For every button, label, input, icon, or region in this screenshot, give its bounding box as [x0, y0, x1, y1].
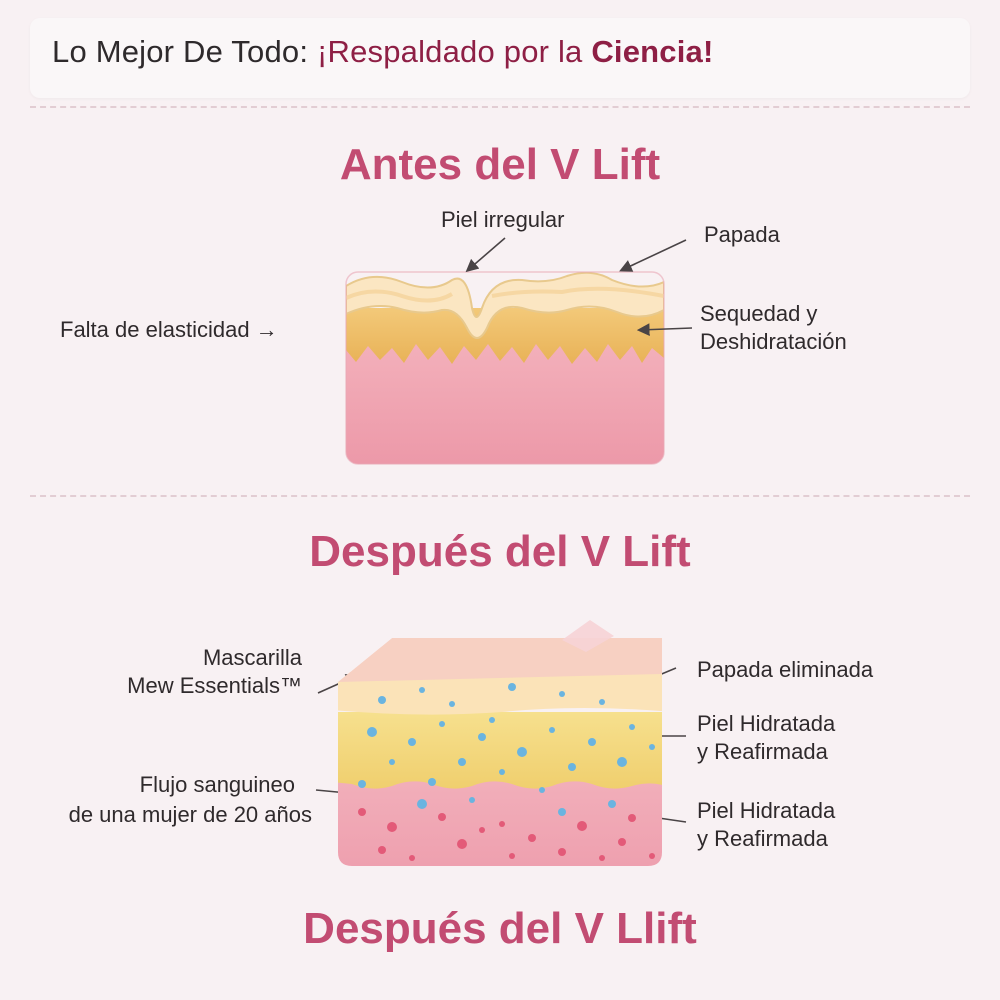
header-title-part1: Lo Mejor De Todo: [52, 34, 317, 69]
label-mascarilla-line1: Mascarilla [202, 645, 302, 670]
label-flujo-line2: de una mujer de 20 años [68, 802, 312, 827]
footer-title: Después del V Llift [0, 904, 1000, 954]
divider-middle [30, 495, 970, 497]
label-hidratada2-line1: Piel Hidratada [697, 798, 836, 823]
label-papada: Papada [704, 222, 780, 247]
label-hidratada1-line2: y Reafirmada [697, 739, 828, 764]
after-title: Después del V Lift [309, 527, 691, 576]
label-flujo-line1: Flujo sanguineo [139, 772, 295, 797]
footer-title-part1: Después del [303, 904, 575, 953]
header-title-part2: ¡Respaldado por la [316, 34, 592, 69]
label-falta-elasticidad: Falta de elasticidad → [60, 317, 278, 342]
before-skin-diagram [345, 271, 665, 465]
label-mascarilla-line2: Mew Essentials™ [127, 673, 302, 698]
header-title-part3: Ciencia! [591, 34, 714, 69]
header-title: Lo Mejor De Todo: ¡Respaldado por la Cie… [52, 34, 714, 70]
after-fat-layer [338, 712, 662, 789]
before-title: Antes del V Lift [339, 140, 661, 189]
after-skin-diagram [338, 620, 662, 866]
label-sequedad-line2: Deshidratación [700, 329, 847, 354]
label-hidratada1-line1: Piel Hidratada [697, 711, 836, 736]
label-papada-eliminada: Papada eliminada [697, 657, 874, 682]
divider-top [30, 106, 970, 108]
label-piel-irregular: Piel irregular [441, 207, 565, 232]
blood-dots [358, 808, 655, 861]
water-dots [358, 683, 655, 816]
mask-peel-corner [562, 620, 614, 652]
label-hidratada2-line2: y Reafirmada [697, 826, 828, 851]
before-fat-layer [346, 308, 664, 364]
header-banner [30, 18, 970, 98]
footer-title-part2: V Llift [574, 904, 697, 953]
after-epidermis-layer [338, 672, 662, 715]
label-sequedad-line1: Sequedad y [700, 301, 818, 326]
